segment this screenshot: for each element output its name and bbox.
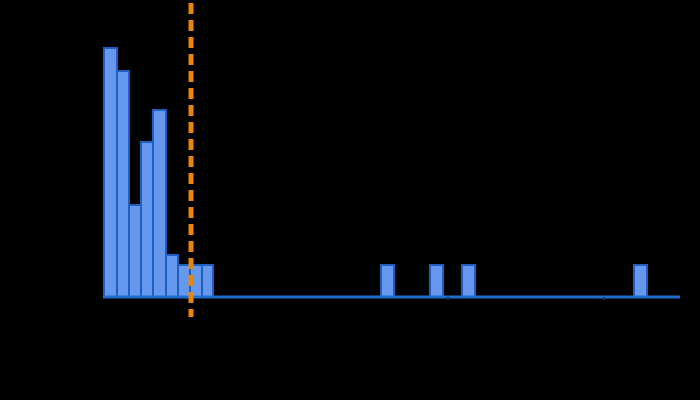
- histogram-bar: [152, 109, 167, 298]
- histogram-bar: [140, 141, 154, 298]
- histogram-bars-group: [103, 47, 648, 298]
- histogram-bar: [177, 264, 191, 298]
- histogram-bar: [116, 70, 130, 298]
- histogram-bar: [633, 264, 648, 298]
- histogram-bar: [380, 264, 395, 298]
- histogram-bar: [461, 264, 476, 298]
- x-axis-minor-ticks: [447, 297, 605, 300]
- histogram-bar: [128, 204, 142, 298]
- histogram-bar: [201, 264, 214, 298]
- histogram-bar: [429, 264, 444, 298]
- histogram-bar: [103, 47, 118, 298]
- histogram-bar: [165, 254, 179, 298]
